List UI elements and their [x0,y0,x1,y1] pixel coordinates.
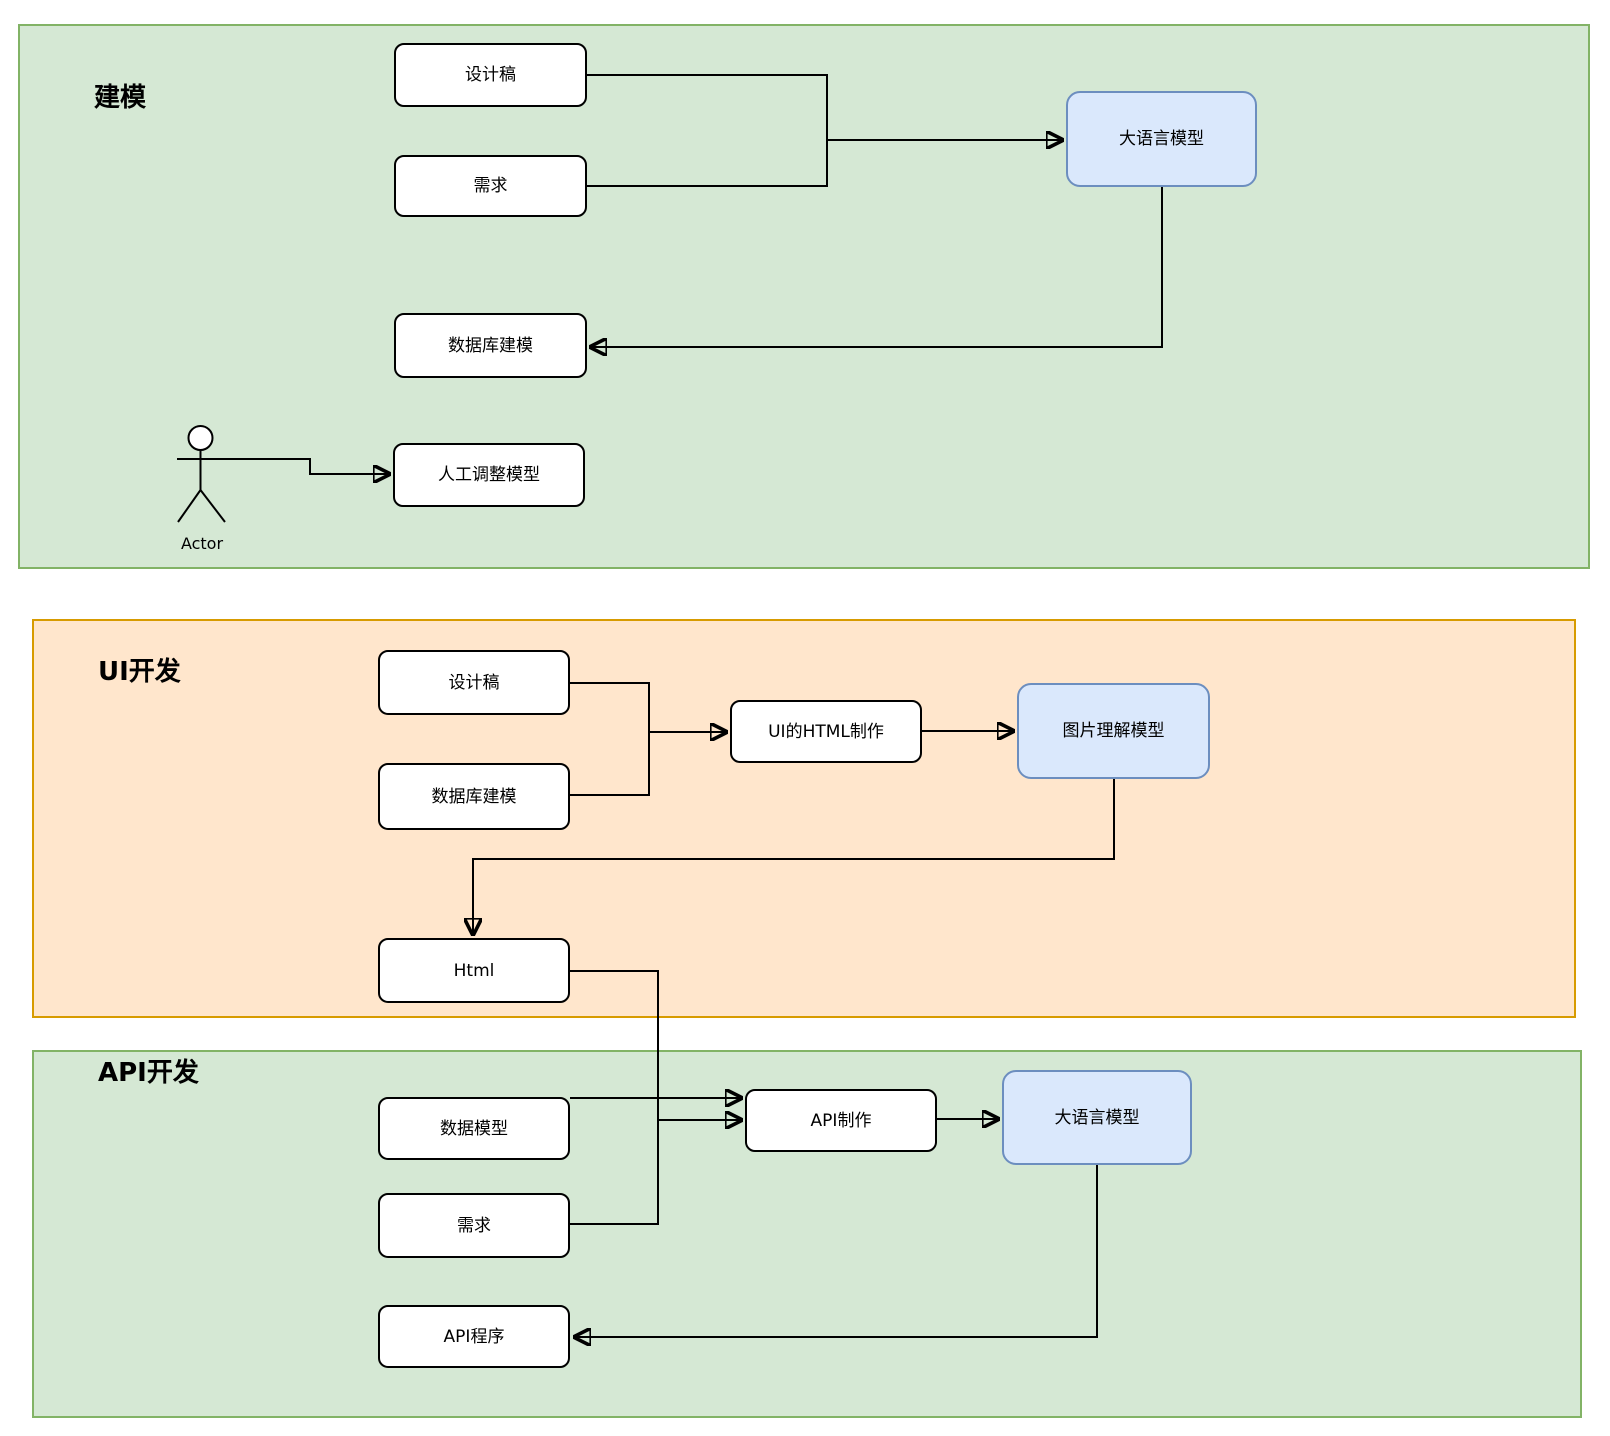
actor-label: Actor [180,534,224,553]
node-modeling-design-draft: 设计稿 [394,43,587,107]
node-modeling-requirement: 需求 [394,155,587,217]
node-api-requirement: 需求 [378,1193,570,1258]
node-ui-html-making: UI的HTML制作 [730,700,922,763]
node-api-data-model: 数据模型 [378,1097,570,1160]
section-modeling-title: 建模 [94,83,147,113]
node-ui-image-understanding-model: 图片理解模型 [1017,683,1210,779]
node-modeling-database-modeling: 数据库建模 [394,313,587,378]
section-api-dev-title: API开发 [98,1058,199,1088]
node-api-program: API程序 [378,1305,570,1368]
node-ui-design-draft: 设计稿 [378,650,570,715]
node-ui-html-output: Html [378,938,570,1003]
section-modeling [18,24,1590,569]
node-modeling-manual-adjust-model: 人工调整模型 [393,443,585,507]
node-api-llm: 大语言模型 [1002,1070,1192,1165]
node-api-making: API制作 [745,1089,937,1152]
section-ui-dev [32,619,1576,1018]
section-ui-dev-title: UI开发 [98,657,181,687]
node-ui-database-modeling: 数据库建模 [378,763,570,830]
node-modeling-llm: 大语言模型 [1066,91,1257,187]
